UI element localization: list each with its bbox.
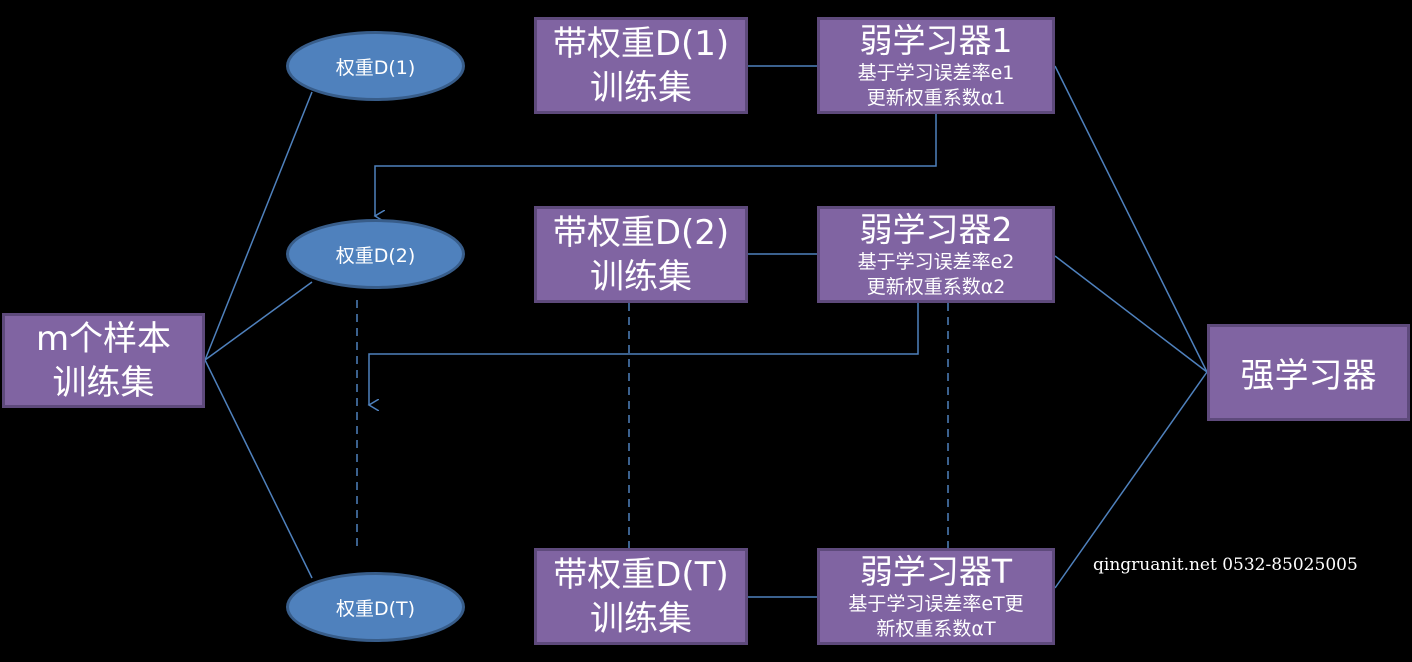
weak-learner-line2: 新权重系数αT [876, 617, 996, 640]
link-weakT-strong [1054, 371, 1208, 589]
weak-learner-line2: 更新权重系数α2 [866, 275, 1006, 298]
weight-ellipse-T: 权重D(T) [286, 572, 465, 642]
weighted-set-1: 带权重D(1) 训练集 [534, 17, 748, 114]
strong-learner: 强学习器 [1207, 324, 1410, 421]
link-samples-weight2 [204, 281, 313, 361]
weak-learner-2: 弱学习器2 基于学习误差率e2 更新权重系数α2 [817, 206, 1055, 303]
strong-learner-label: 强学习器 [1240, 356, 1377, 396]
weighted-set-line2: 训练集 [590, 256, 692, 297]
samples-line1: m个样本 [35, 318, 172, 359]
watermark-text: qingruanit.net 0532-85025005 [1093, 555, 1358, 575]
weak-learner-1: 弱学习器1 基于学习误差率e1 更新权重系数α1 [817, 17, 1055, 114]
weighted-set-T: 带权重D(T) 训练集 [534, 548, 748, 645]
weak-learner-line1: 基于学习误差率e1 [857, 61, 1015, 84]
link-samples-weight1 [204, 91, 313, 361]
weight-label: 权重D(2) [335, 244, 416, 267]
link-weak2-strong [1054, 255, 1208, 373]
samples-line2: 训练集 [52, 362, 155, 403]
weak-learner-line1: 基于学习误差率eT更 [848, 592, 1024, 615]
weighted-set-line2: 训练集 [590, 67, 692, 108]
weighted-set-line1: 带权重D(2) [552, 212, 730, 253]
feedback-arrow-1 [375, 114, 937, 216]
weight-ellipse-2: 权重D(2) [286, 219, 465, 289]
weak-learner-title: 弱学习器2 [859, 209, 1013, 249]
weak-learner-title: 弱学习器1 [859, 20, 1013, 60]
weak-learner-line1: 基于学习误差率e2 [857, 250, 1015, 273]
weak-learner-line2: 更新权重系数α1 [866, 86, 1006, 109]
weak-learner-T: 弱学习器T 基于学习误差率eT更 新权重系数αT [817, 548, 1055, 645]
weak-learner-title: 弱学习器T [859, 551, 1013, 591]
feedback-arrow-2 [369, 303, 919, 405]
weighted-set-line2: 训练集 [590, 598, 692, 639]
link-weak1-strong [1054, 65, 1208, 373]
weight-label: 权重D(1) [335, 56, 416, 79]
samples-training-set: m个样本 训练集 [2, 313, 205, 408]
weighted-set-line1: 带权重D(1) [552, 23, 730, 64]
link-samples-weightT [204, 359, 313, 579]
weighted-set-line1: 带权重D(T) [553, 554, 729, 595]
weight-ellipse-1: 权重D(1) [286, 31, 465, 101]
weight-label: 权重D(T) [335, 597, 416, 620]
weighted-set-2: 带权重D(2) 训练集 [534, 206, 748, 303]
